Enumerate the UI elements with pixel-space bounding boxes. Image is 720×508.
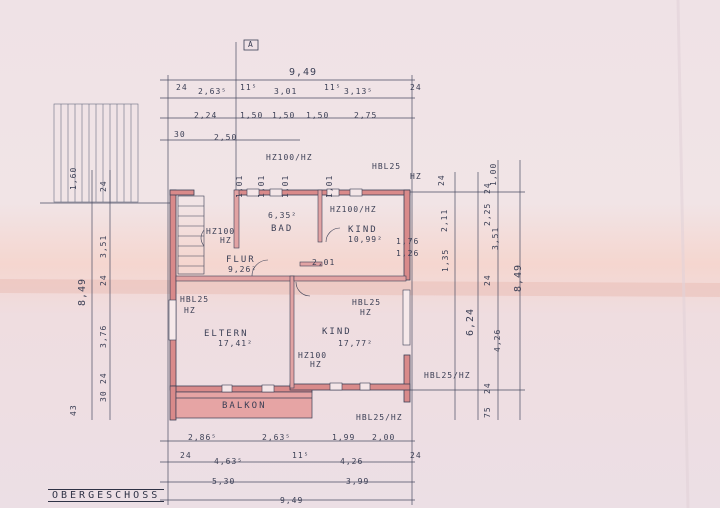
annotation-hbl-mid: HBL25 [352,298,382,307]
dimension-label: 1,50 [272,111,296,120]
dimension-label: 2,00 [372,433,396,442]
annotation-hbl-left-sub: HZ [184,306,196,315]
dimension-label: 3,51 [99,234,108,258]
room-flur-area: 9,26² [228,265,258,274]
dimension-label: 4,26 [493,328,502,352]
annotation-hbl-mid-sub: HZ [360,308,372,317]
dimension-label: 43 [69,404,78,416]
dimension-label: 2,24 [194,111,218,120]
plan-title: OBERGESCHOSS [48,489,165,502]
dimension-label: 2,11 [440,208,449,232]
dimension-label: 1,01 [257,174,266,198]
adjacent-stair-hatch [53,103,139,203]
room-kind-bottom-label: KIND [322,327,352,337]
room-flur-label: FLUR [226,255,256,265]
windows [168,188,411,393]
dimension-label: 3,13⁵ [344,87,374,96]
dimension-label: 24 [180,451,192,460]
dimension-label: 1,01 [325,174,334,198]
dimension-label: 24 [483,274,492,286]
dimension-label: 1,26 [396,249,420,258]
room-kind-bottom-area: 17,77² [338,339,373,348]
dimension-label: 1,99 [332,433,356,442]
dimension-label: 8,49 [77,277,88,306]
dimension-label: 3,01 [274,87,298,96]
dimension-label: 30 [174,130,186,139]
dimension-bottom-total: 9,49 [280,496,304,505]
dimension-label: 1,50 [306,111,330,120]
annotation-hz-kind: HZ100 [298,351,328,360]
room-kind-top-label: KIND [348,225,378,235]
dimension-label: 11⁵ [240,83,258,92]
room-bad-area: 6,35² [268,211,298,220]
dimension-label: 3,76 [99,324,108,348]
paper-fold-line [0,279,720,297]
dimension-label: 24 [410,83,422,92]
room-balkon-label: BALKON [222,401,267,411]
section-marker-box [243,39,259,51]
room-eltern-label: ELTERN [204,329,249,339]
dimension-label: 2,63⁵ [262,433,292,442]
dimension-label: 1,35 [441,248,450,272]
dimension-label: 2,01 [312,258,336,267]
dimension-label: 4,63⁵ [214,457,244,466]
dimension-top-total: 9,49 [289,67,318,78]
room-eltern-area: 17,41² [218,339,253,348]
dimension-label: 24 [483,382,492,394]
dimension-label: 1,00 [489,162,498,186]
annotation-hz-top: HZ100/HZ [266,153,313,162]
dimension-label: 1,01 [235,174,244,198]
dimension-label: 3,51 [491,226,500,250]
dimension-label: 2,86⁵ [188,433,218,442]
annotation-hz-flur-sub: HZ [220,236,232,245]
dimension-label: 2,63⁵ [198,87,228,96]
dimension-lines [40,42,525,505]
interior-walls [175,189,407,389]
dimension-label: 11⁵ [292,451,310,460]
dimension-label: 6,24 [465,307,476,336]
dimension-label: 75 [483,406,492,418]
dimension-label: 24 [99,180,108,192]
annotation-hbl-bottom: HBL25/HZ [356,413,403,422]
dimension-label: 11⁵ [324,83,342,92]
dimension-label: 1,01 [281,174,290,198]
dimension-label: 4,26 [340,457,364,466]
dimension-label: 2,50 [214,133,238,142]
dimension-label: 24 [176,83,188,92]
door-swings [251,227,341,297]
dimension-label: 24 [99,274,108,286]
dimension-label: 1,50 [240,111,264,120]
annotation-hbl-left: HBL25 [180,295,210,304]
staircase [177,195,205,275]
exterior-walls [169,189,411,421]
annotation-hz-kind-sub: HZ [310,360,322,369]
annotation-hbl-right: HBL25/HZ [424,371,471,380]
dimension-label: 1,60 [69,166,78,190]
balcony [175,391,313,419]
dimension-label: 5,30 [212,477,236,486]
dimension-label: 24 [437,174,446,186]
dimension-label: 8,49 [513,263,524,292]
room-kind-top-area: 10,99² [348,235,383,244]
paper-fold-line [676,0,690,508]
annotation-hz-flur: HZ100 [206,227,236,236]
annotation-hbl-top-sub: HZ [410,172,422,181]
dimension-label: 1,76 [396,237,420,246]
annotation-hz-bad: HZ100/HZ [330,205,377,214]
dimension-label: 24 [99,372,108,384]
dimension-label: 2,75 [354,111,378,120]
dimension-label: 30 [99,390,108,402]
room-bad-label: BAD [271,224,294,234]
dimension-label: 24 [410,451,422,460]
dimension-label: 3,99 [346,477,370,486]
section-marker-label: A [248,40,254,49]
dimension-label: 2,25 [483,202,492,226]
annotation-hbl-top: HBL25 [372,162,402,171]
